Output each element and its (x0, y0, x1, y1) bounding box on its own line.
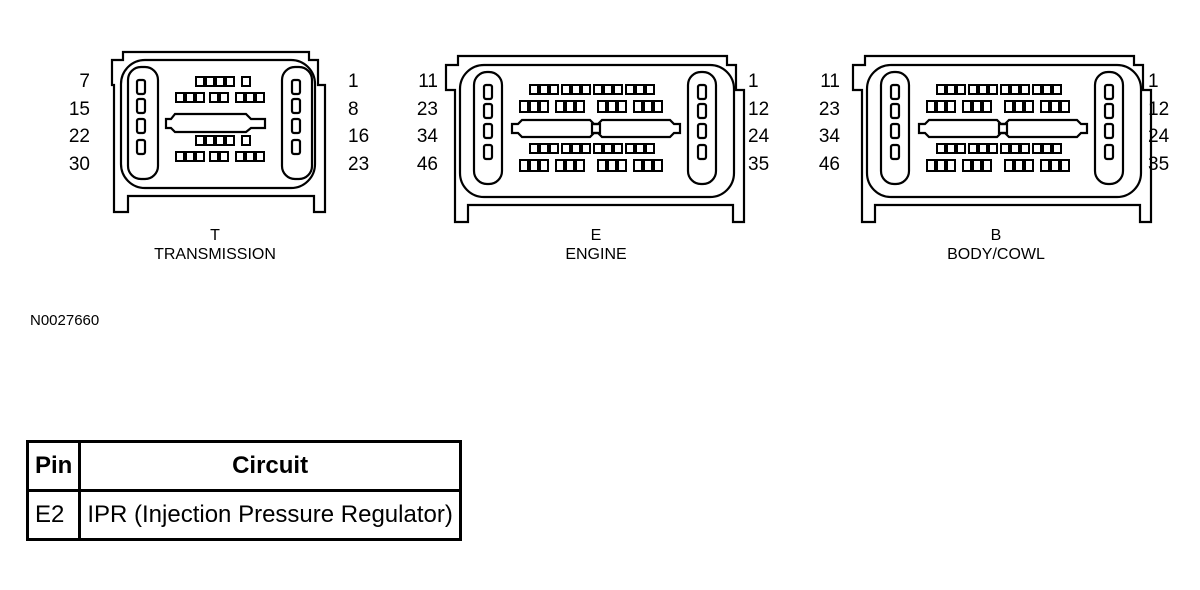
connector-letter-t: T (210, 227, 220, 244)
pin-circuit-table: Pin Circuit E2 IPR (Injection Pressure R… (25, 440, 462, 541)
pin-number-label: 16 (348, 126, 369, 147)
header-circuit: Circuit (78, 440, 462, 492)
pin-number-label: 35 (748, 154, 769, 175)
connector-name-body-cowl: BODY/COWL (947, 246, 1045, 263)
pin-number-label: 24 (1148, 126, 1170, 147)
pin-number-label: 35 (1148, 154, 1169, 175)
figure-id: N0027660 (30, 312, 100, 329)
pin-number-label: 15 (69, 99, 90, 120)
pin-number-label: 34 (819, 126, 841, 147)
pin-number-label: 8 (348, 99, 359, 120)
connector-letter-e: E (591, 227, 602, 244)
pin-cavities-body-cowl (926, 84, 1070, 172)
pin-number-label: 12 (748, 99, 769, 120)
pin-number-label: 7 (79, 71, 90, 92)
connector-transmission (110, 50, 327, 214)
connector-body-cowl (851, 54, 1153, 224)
pin-cavities-engine (519, 84, 663, 172)
connector-name-engine: ENGINE (565, 246, 626, 263)
cell-pin: E2 (25, 489, 82, 541)
header-pin: Pin (25, 440, 82, 492)
table-header-row: Pin Circuit (25, 440, 462, 492)
cell-circuit: IPR (Injection Pressure Regulator) (78, 489, 462, 541)
pin-number-label: 30 (69, 154, 90, 175)
pin-number-label: 1 (748, 71, 759, 92)
pin-number-label: 11 (820, 71, 840, 92)
pin-cavities-transmission (175, 76, 265, 162)
connector-diagram: 7 15 22 30 1 8 16 23 11 23 34 46 1 12 24… (69, 50, 1170, 263)
table-row: E2 IPR (Injection Pressure Regulator) (25, 489, 462, 541)
pin-number-label: 1 (1148, 71, 1159, 92)
pin-number-label: 24 (748, 126, 770, 147)
pin-number-label: 23 (417, 99, 438, 120)
pin-number-label: 11 (418, 71, 438, 92)
connector-name-transmission: TRANSMISSION (154, 246, 276, 263)
connector-letter-b: B (991, 227, 1002, 244)
pin-number-label: 1 (348, 71, 359, 92)
pin-number-label: 23 (348, 154, 369, 175)
pin-number-label: 46 (417, 154, 438, 175)
pin-number-label: 23 (819, 99, 840, 120)
pin-number-label: 12 (1148, 99, 1169, 120)
pin-number-label: 22 (69, 126, 90, 147)
pin-number-label: 34 (417, 126, 439, 147)
connector-engine (444, 54, 746, 224)
pin-number-label: 46 (819, 154, 840, 175)
